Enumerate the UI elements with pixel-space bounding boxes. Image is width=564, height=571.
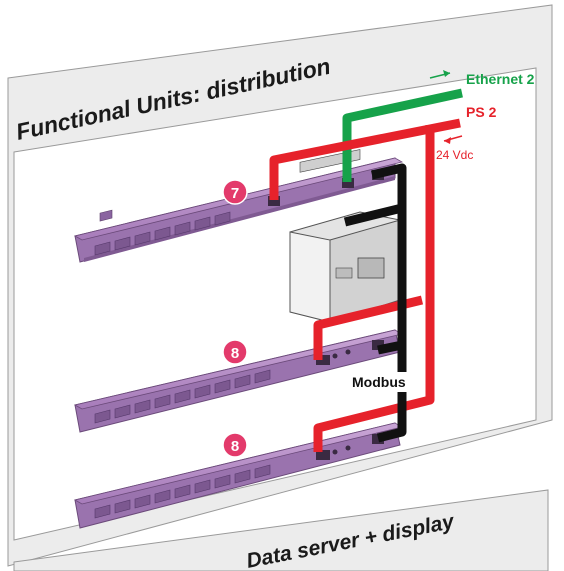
bottom-panel (13, 489, 549, 571)
data-server-device (289, 149, 401, 323)
ethernet-arrow-icon (429, 70, 451, 79)
ethernet-cable (342, 88, 463, 182)
badge-8-second: 8 (222, 432, 248, 458)
svg-text:8: 8 (231, 345, 239, 362)
ethernet-label: Ethernet 2 (466, 71, 535, 87)
voltage-label: 24 Vdc (436, 148, 473, 162)
badge-7: 7 (222, 179, 248, 205)
bar-slots (94, 211, 271, 519)
power-cable (269, 118, 461, 452)
power-arrow-icon (443, 135, 463, 144)
svg-text:8: 8 (231, 438, 239, 455)
module-bar-1-slots (99, 209, 113, 222)
ps-label: PS 2 (466, 104, 497, 120)
badge-8-first: 8 (222, 339, 248, 365)
svg-text:7: 7 (231, 185, 239, 202)
modbus-label: Modbus (352, 374, 406, 390)
